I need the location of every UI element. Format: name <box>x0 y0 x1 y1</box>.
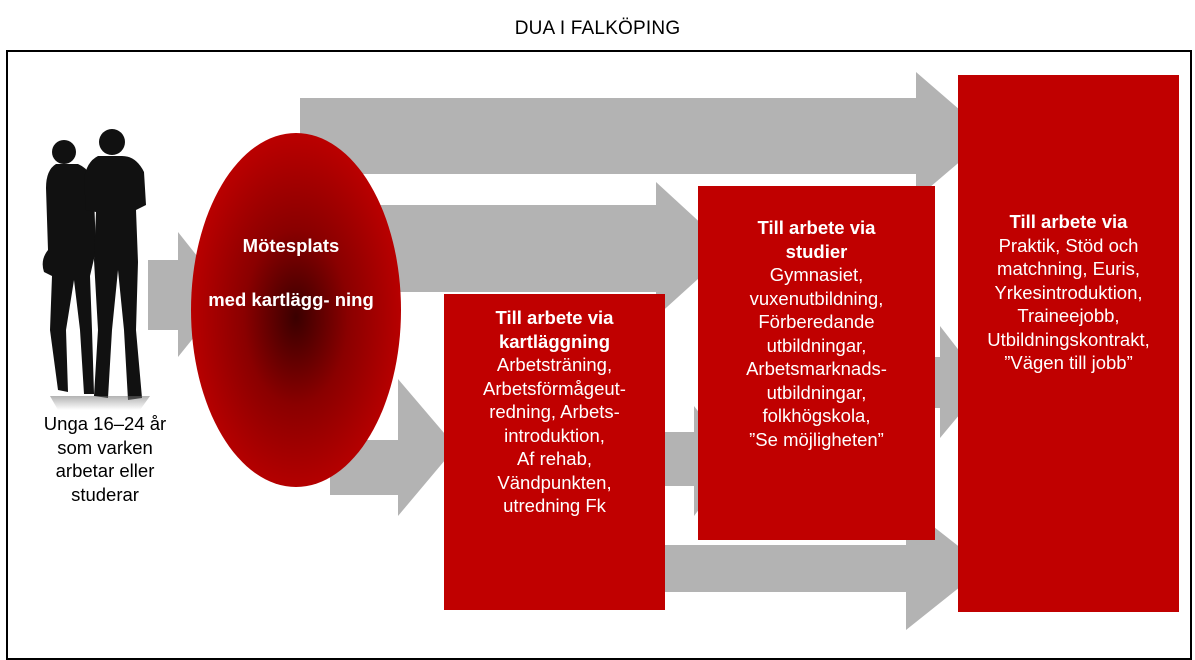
box-item: Traineejobb, <box>1017 305 1120 326</box>
box-heading-line: studier <box>785 240 848 262</box>
people-caption-line: arbetar eller <box>55 460 155 481</box>
box-work-via-placement: Till arbete via Praktik, Stöd och matchn… <box>958 75 1179 612</box>
box-item: redning, Arbets- <box>489 401 620 422</box>
box-work-via-studies: Till arbete via studier Gymnasiet, vuxen… <box>698 186 935 540</box>
box-item: Arbetsförmågeut- <box>483 377 626 399</box>
meeting-place-subtitle-line: kartlägg- <box>251 289 330 310</box>
box-item: Förberedande <box>758 311 875 332</box>
box-item: Praktik, Stöd och <box>998 234 1139 256</box>
box-item: utbildningar, <box>766 334 867 356</box>
box-heading-line: Till arbete via <box>495 307 614 328</box>
box-item: vuxenutbildning, <box>749 287 884 309</box>
box-work-via-assessment: Till arbete via kartläggning Arbetsträni… <box>444 294 665 610</box>
people-caption-line: som varken <box>57 436 153 458</box>
box-item: Arbetsträning, <box>496 354 613 375</box>
box-item: Vändpunkten, <box>497 471 612 493</box>
diagram-title: DUA I FALKÖPING <box>514 18 681 39</box>
box-item: ”Se möjligheten” <box>749 428 884 450</box>
arrow-to-assessment <box>330 379 456 516</box>
meeting-place-subtitle: med kartlägg- ning <box>196 288 386 312</box>
box-item: utbildningar, <box>766 381 867 403</box>
meeting-place-oval <box>191 133 401 487</box>
box-item: matchning, Euris, <box>997 258 1140 279</box>
box-item: Yrkesintroduktion, <box>994 281 1143 303</box>
box-heading-line: kartläggning <box>498 330 610 352</box>
box-item: Utbildningskontrakt, <box>987 328 1150 350</box>
silhouette-people-icon <box>42 129 150 410</box>
box-item: Gymnasiet, <box>769 264 864 285</box>
box-item: introduktion, <box>504 424 605 446</box>
arrow-to-studies <box>372 182 730 317</box>
people-caption-line: Unga 16–24 år <box>43 413 167 434</box>
box-item: Af rehab, <box>516 448 593 469</box>
box-heading-line: Till arbete via <box>757 217 876 238</box>
arrow-bottom-to-work <box>665 505 985 630</box>
arrow-direct-to-work <box>300 72 990 199</box>
box-item: ”Vägen till jobb” <box>1004 352 1133 373</box>
box-item: Arbetsmarknads- <box>746 358 887 379</box>
people-caption: Unga 16–24 år som varken arbetar eller s… <box>0 412 210 506</box>
meeting-place-subtitle-line: ning <box>334 289 374 310</box>
people-caption-line: studerar <box>71 483 139 505</box>
box-item: folkhögskola, <box>762 405 871 426</box>
meeting-place-title: Mötesplats <box>242 235 340 256</box>
box-item: utredning Fk <box>503 495 606 516</box>
meeting-place-subtitle-line: med <box>208 289 247 310</box>
arrow-people-to-meeting <box>148 232 228 357</box>
arrow-studies-to-work <box>900 326 985 438</box>
box-heading-line: Till arbete via <box>1009 211 1128 232</box>
